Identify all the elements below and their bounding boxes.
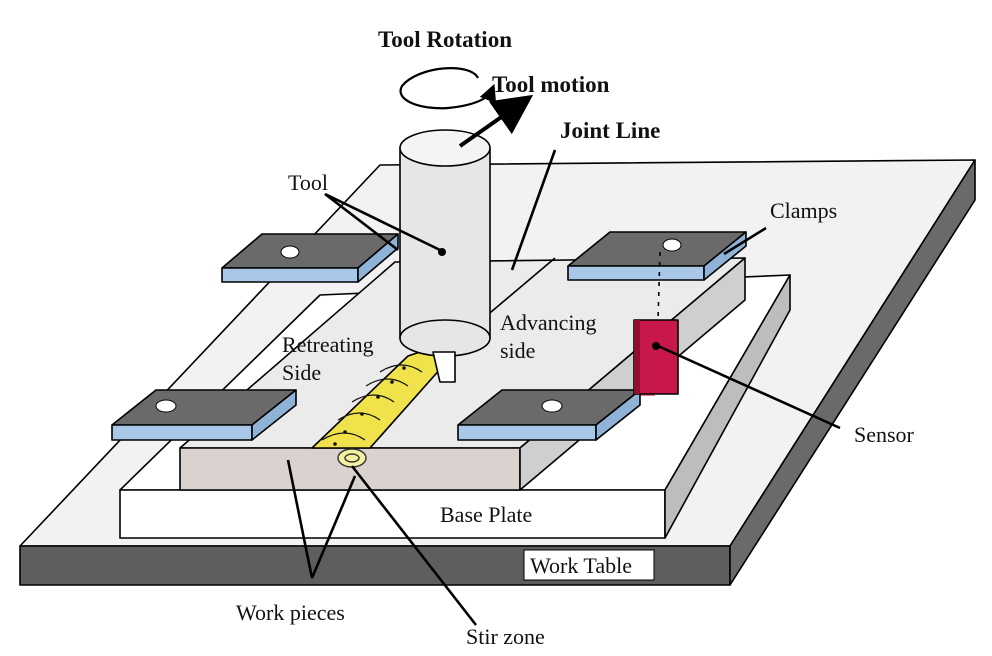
label-clamps: Clamps <box>770 198 837 223</box>
sensor-cable <box>657 251 661 321</box>
clamp-hole <box>155 399 177 413</box>
label-base-plate: Base Plate <box>440 502 532 527</box>
leader-work-piece-left <box>286 459 314 579</box>
sensor <box>633 251 679 395</box>
tool-pin <box>432 351 456 383</box>
clamp-front-left <box>111 389 297 441</box>
label-tool: Tool <box>288 170 328 195</box>
label-tool-rotation: Tool Rotation <box>378 27 512 52</box>
clamp-hole <box>662 238 682 252</box>
clamp-hole <box>541 399 563 413</box>
clamp-back-left <box>221 233 399 283</box>
base-plate-front <box>119 489 666 539</box>
leader-joint-line <box>510 149 557 271</box>
base-plate-side <box>664 274 791 539</box>
leader-tool <box>324 192 441 252</box>
tool-bottom-face <box>399 319 491 357</box>
labels: Tool Rotation Tool motion Joint Line Too… <box>236 27 915 649</box>
label-retreating: Retreating <box>282 332 374 357</box>
clamp-front-right <box>457 389 641 441</box>
stir-zone-ripples <box>321 364 423 441</box>
stir-zone-swirl-icon <box>337 448 367 468</box>
label-sensor: Sensor <box>854 422 915 447</box>
stir-zone-dots <box>333 366 406 446</box>
sensor-body <box>633 319 679 395</box>
sensor-edge <box>634 320 640 394</box>
label-retreating-side: Side <box>282 360 321 385</box>
leader-stir-zone <box>350 465 478 626</box>
leader-clamps <box>723 226 767 256</box>
tool <box>399 129 491 383</box>
clamp-hole <box>280 245 300 259</box>
label-work-pieces: Work pieces <box>236 600 345 625</box>
leader-sensor <box>657 344 841 430</box>
leader-tool-2 <box>324 192 399 252</box>
label-advancing-side: side <box>500 338 535 363</box>
label-tool-motion: Tool motion <box>492 72 610 97</box>
label-advancing: Advancing <box>500 310 597 335</box>
tool-body <box>399 147 491 339</box>
sensor-point <box>652 342 660 350</box>
circular-arrow-icon <box>399 67 497 110</box>
work-table-side <box>729 159 976 586</box>
leader-work-piece-right <box>310 475 357 579</box>
label-stir-zone: Stir zone <box>466 624 545 649</box>
leader-lines <box>286 149 841 626</box>
work-table-label-box <box>523 549 655 581</box>
arrow-icon <box>458 94 534 148</box>
rotation-indicator <box>399 67 534 148</box>
label-work-table: Work Table <box>530 553 632 578</box>
clamps <box>111 231 747 441</box>
label-joint-line: Joint Line <box>560 118 660 143</box>
clamp-back-right <box>567 231 747 281</box>
